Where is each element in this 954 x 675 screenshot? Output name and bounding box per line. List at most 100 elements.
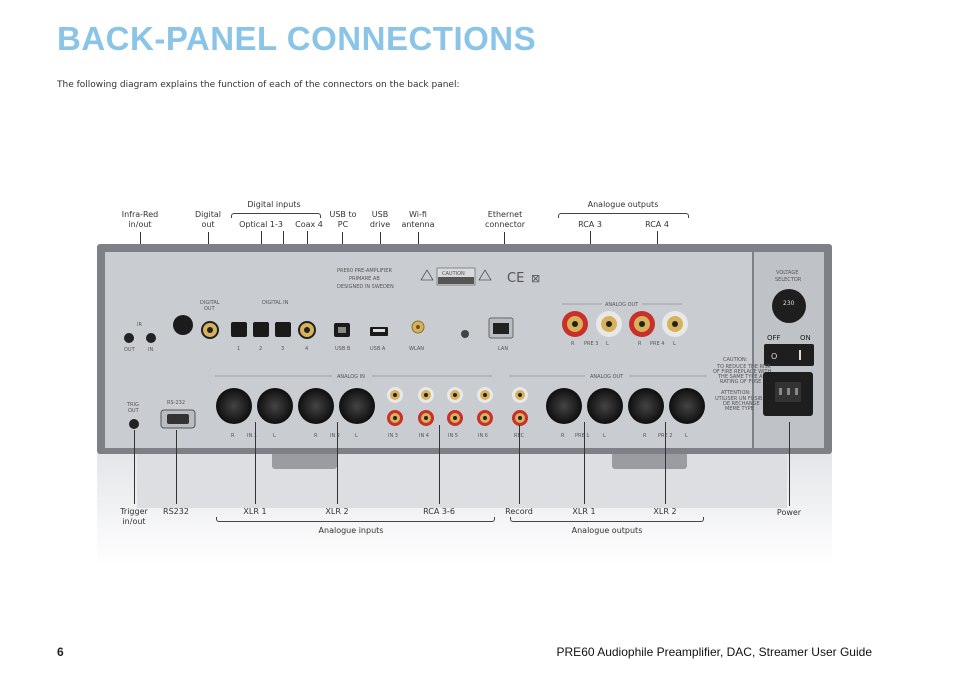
attention-4: MEME TYPE bbox=[725, 406, 754, 412]
usb-b-insert bbox=[338, 327, 346, 333]
callout-xlr2-out: XLR 2 bbox=[653, 507, 677, 516]
leader-xlr2-out bbox=[665, 422, 666, 504]
optical-1-port[interactable] bbox=[231, 322, 247, 337]
xlr-in2-r[interactable] bbox=[298, 388, 334, 424]
power-switch[interactable] bbox=[764, 344, 814, 366]
lan-label: LAN bbox=[498, 346, 508, 352]
optical-3-port[interactable] bbox=[275, 322, 291, 337]
rca-pre4-l[interactable] bbox=[662, 311, 688, 337]
ir-in-jack[interactable] bbox=[146, 333, 156, 343]
callout-rca3: RCA 3 bbox=[578, 220, 602, 229]
group-digital-inputs: Digital inputs bbox=[247, 200, 301, 209]
rca-pre3-r[interactable] bbox=[562, 311, 588, 337]
attention-2: UTILISER UN FUSIBLE bbox=[715, 396, 768, 402]
caution-right-4: THE SAME TYPE AND bbox=[717, 374, 770, 380]
usb-b-label: USB B bbox=[335, 346, 351, 352]
voltage-label-2: SELECTOR bbox=[775, 277, 802, 283]
model-text-3: DESIGNED IN SWEDEN bbox=[337, 284, 394, 290]
xlr-in1-l[interactable] bbox=[257, 388, 293, 424]
bracket-digital-inputs bbox=[231, 213, 321, 218]
in3-label: IN 3 bbox=[388, 433, 398, 439]
xlr-in1-r[interactable] bbox=[216, 388, 252, 424]
back-panel-illustration: PRE60 PRE-AMPLIFIER PRIMARE AB DESIGNED … bbox=[97, 244, 832, 565]
bracket-analogue-inputs bbox=[216, 517, 495, 522]
rca-rec-r[interactable] bbox=[512, 410, 528, 426]
digital-num-2: 2 bbox=[259, 346, 262, 352]
ir-out-label: OUT bbox=[124, 347, 136, 353]
pre3-l: L bbox=[606, 341, 609, 347]
ir-in-label: IN bbox=[148, 347, 153, 353]
digital-out-pin bbox=[207, 327, 213, 333]
voltage-selector[interactable] bbox=[772, 289, 806, 323]
xlr-pre1-r[interactable] bbox=[546, 388, 582, 424]
rca-in3-l[interactable] bbox=[387, 387, 403, 403]
callout-power: Power bbox=[776, 508, 802, 517]
attention-3: DE RECHANGE bbox=[723, 401, 760, 407]
pre4-l: L bbox=[673, 341, 676, 347]
xlr-pre2-r[interactable] bbox=[628, 388, 664, 424]
svg-text:CAUTION: CAUTION bbox=[442, 271, 465, 277]
in6-label: IN 6 bbox=[478, 433, 488, 439]
callout-ethernet: Ethernet connector bbox=[484, 210, 526, 229]
caution-right-5: RATING OF FUSE bbox=[720, 379, 761, 385]
rca-pre3-l[interactable] bbox=[596, 311, 622, 337]
callout-rca36: RCA 3-6 bbox=[423, 507, 455, 516]
rca-in4-l[interactable] bbox=[418, 387, 434, 403]
callout-wifi: Wi-fi antenna bbox=[401, 210, 435, 229]
rca-in5-r[interactable] bbox=[447, 410, 463, 426]
ir-out-jack[interactable] bbox=[124, 333, 134, 343]
rca-in3-r[interactable] bbox=[387, 410, 403, 426]
trig-out-label-1: TRIG bbox=[126, 402, 139, 408]
bracket-analogue-outputs-bottom bbox=[510, 517, 704, 522]
wlan-label: WLAN bbox=[409, 346, 424, 352]
coax-4-pin bbox=[304, 327, 310, 333]
leader-power bbox=[789, 422, 790, 506]
digital-num-4: 4 bbox=[305, 346, 308, 352]
trig-out-label-2: OUT bbox=[128, 408, 140, 414]
rca-in6-r[interactable] bbox=[477, 410, 493, 426]
power-pin-2 bbox=[787, 388, 790, 395]
xlr-pre2-l[interactable] bbox=[669, 388, 705, 424]
callout-rca4: RCA 4 bbox=[645, 220, 669, 229]
rca-in5-l[interactable] bbox=[447, 387, 463, 403]
in2-r: R bbox=[314, 433, 318, 439]
wlan-pin bbox=[416, 325, 420, 329]
attention-1: ATTENTION: bbox=[721, 390, 751, 396]
rs232-socket bbox=[167, 414, 189, 424]
caution-right-2: TO REDUCE THE RISK bbox=[716, 364, 772, 370]
rca-in4-r[interactable] bbox=[418, 410, 434, 426]
xlr-in2-l[interactable] bbox=[339, 388, 375, 424]
voltage-label-1: VOLTAGE bbox=[776, 270, 798, 276]
ir-receiver bbox=[173, 315, 193, 335]
in2-label: IN 2 bbox=[330, 433, 340, 439]
rca-in6-l[interactable] bbox=[477, 387, 493, 403]
xlr-pre1-l[interactable] bbox=[587, 388, 623, 424]
right-foot bbox=[612, 451, 687, 469]
analog-out-bottom-label: ANALOG OUT bbox=[590, 374, 624, 380]
usb-a-insert bbox=[373, 329, 385, 332]
digital-out-label-1: DIGITAL bbox=[200, 300, 220, 306]
on-label: ON bbox=[800, 334, 811, 342]
leader-xlr1-out bbox=[584, 422, 585, 504]
analog-out-top-label: ANALOG OUT bbox=[605, 302, 639, 308]
in1-r: R bbox=[231, 433, 235, 439]
caution-right-3: OF FIRE REPLACE WITH bbox=[713, 369, 772, 375]
digital-out-label-2: OUT bbox=[204, 306, 216, 312]
optical-2-port[interactable] bbox=[253, 322, 269, 337]
callout-record: Record bbox=[505, 507, 533, 516]
left-foot bbox=[272, 451, 337, 469]
pre4-r: R bbox=[638, 341, 642, 347]
analog-in-label: ANALOG IN bbox=[337, 374, 365, 380]
trigger-jack[interactable] bbox=[129, 419, 139, 429]
callout-trigger: Trigger in/out bbox=[120, 507, 148, 526]
off-label: OFF bbox=[767, 334, 781, 342]
group-analogue-outputs-bottom: Analogue outputs bbox=[571, 526, 643, 535]
rca-pre4-r[interactable] bbox=[629, 311, 655, 337]
callout-usb-pc: USB to PC bbox=[329, 210, 357, 229]
switch-on-glyph bbox=[799, 350, 801, 360]
pre3-r: R bbox=[571, 341, 575, 347]
digital-num-1: 1 bbox=[237, 346, 240, 352]
leader-xlr2-in bbox=[337, 422, 338, 504]
in1-l: L bbox=[273, 433, 276, 439]
rca-rec-l[interactable] bbox=[512, 387, 528, 403]
